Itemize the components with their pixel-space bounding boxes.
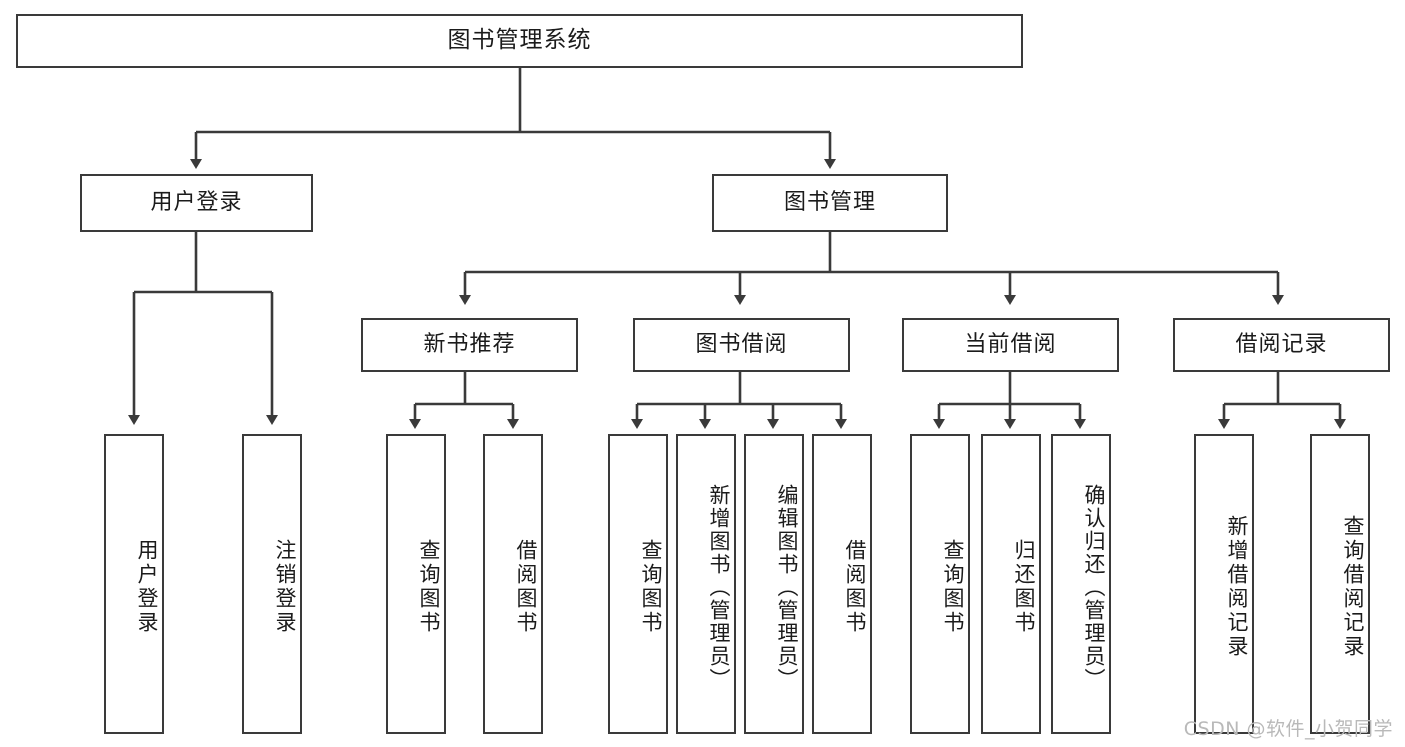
node-borrow-records[interactable]: 借阅记录 xyxy=(1173,318,1390,372)
node-current-borrow[interactable]: 当前借阅 xyxy=(902,318,1119,372)
node-label: 新增借阅记录 xyxy=(1225,515,1249,659)
leaf-confirm-return-admin[interactable]: 确认归还（管理员） xyxy=(1051,434,1111,734)
leaf-add-book-admin[interactable]: 新增图书（管理员） xyxy=(676,434,736,734)
leaf-query-book-recommend[interactable]: 查询图书 xyxy=(386,434,446,734)
leaf-edit-book-admin[interactable]: 编辑图书（管理员） xyxy=(744,434,804,734)
leaf-borrow-book[interactable]: 借阅图书 xyxy=(812,434,872,734)
node-root-system[interactable]: 图书管理系统 xyxy=(16,14,1023,68)
node-label: 用户登录 xyxy=(135,539,159,635)
node-label: 查询图书 xyxy=(639,539,663,635)
node-label: 图书管理系统 xyxy=(447,27,592,54)
leaf-return-book[interactable]: 归还图书 xyxy=(981,434,1041,734)
node-label: 确认归还（管理员） xyxy=(1082,483,1106,691)
node-label: 查询图书 xyxy=(941,539,965,635)
leaf-add-borrow-record[interactable]: 新增借阅记录 xyxy=(1194,434,1254,734)
node-label: 借阅图书 xyxy=(514,539,538,635)
node-label: 归还图书 xyxy=(1012,539,1036,635)
leaf-query-book-current[interactable]: 查询图书 xyxy=(910,434,970,734)
node-label: 借阅记录 xyxy=(1235,331,1328,357)
node-new-book-recommend[interactable]: 新书推荐 xyxy=(361,318,578,372)
node-label: 新增图书（管理员） xyxy=(707,483,731,691)
leaf-query-book-borrow[interactable]: 查询图书 xyxy=(608,434,668,734)
node-book-management[interactable]: 图书管理 xyxy=(712,174,948,232)
node-label: 新书推荐 xyxy=(423,331,516,357)
leaf-user-login[interactable]: 用户登录 xyxy=(104,434,164,734)
leaf-borrow-book-recommend[interactable]: 借阅图书 xyxy=(483,434,543,734)
node-label: 当前借阅 xyxy=(964,331,1057,357)
node-user-login[interactable]: 用户登录 xyxy=(80,174,313,232)
node-label: 注销登录 xyxy=(273,539,297,635)
node-label: 借阅图书 xyxy=(843,539,867,635)
leaf-logout[interactable]: 注销登录 xyxy=(242,434,302,734)
node-label: 查询图书 xyxy=(417,539,441,635)
node-label: 图书借阅 xyxy=(695,331,788,357)
node-label: 图书管理 xyxy=(783,189,876,215)
node-label: 用户登录 xyxy=(150,189,243,215)
node-label: 查询借阅记录 xyxy=(1341,515,1365,659)
node-label: 编辑图书（管理员） xyxy=(775,483,799,691)
node-book-borrow[interactable]: 图书借阅 xyxy=(633,318,850,372)
leaf-query-borrow-record[interactable]: 查询借阅记录 xyxy=(1310,434,1370,734)
